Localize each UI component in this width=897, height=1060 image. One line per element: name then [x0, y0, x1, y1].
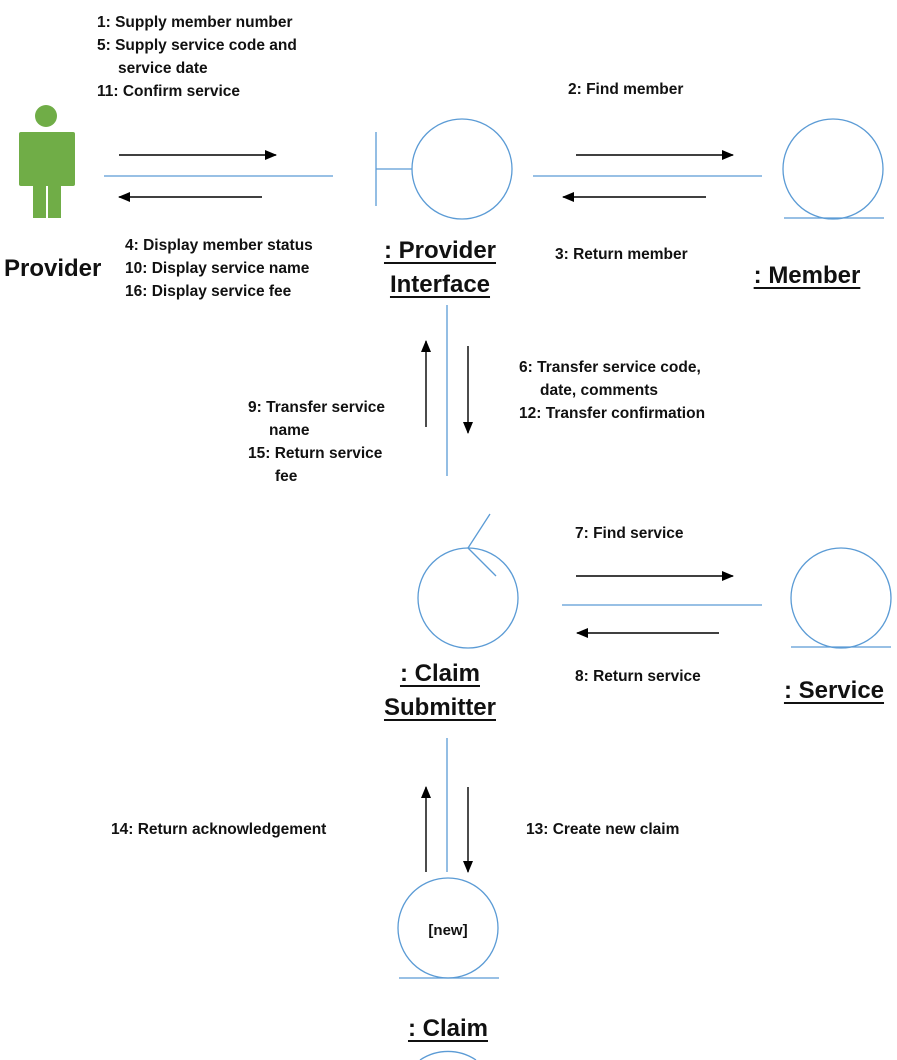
message-13: 13: Create new claim	[526, 821, 680, 838]
provider-interface-label-line1: : Provider	[383, 237, 497, 264]
message-4: 4: Display member status	[125, 237, 313, 254]
message-10: 10: Display service name	[125, 260, 310, 277]
message-11: 11: Confirm service	[97, 83, 241, 100]
messages-provider-to-interface: 1: Supply member number 5: Supply servic…	[97, 11, 297, 103]
message-8: 8: Return service	[575, 668, 701, 685]
message-15: 15: Return service	[248, 445, 383, 462]
message-1: 1: Supply member number	[97, 14, 293, 31]
messages-submitter-to-interface: 9: Transfer service name 15: Return serv…	[248, 396, 385, 488]
provider-interface-label-line2: Interface	[389, 271, 491, 298]
claim-new-label: [new]	[428, 922, 467, 939]
message-12: 12: Transfer confirmation	[519, 405, 706, 422]
actor-name-provider: Provider	[4, 255, 102, 282]
claim-label: : Claim	[407, 1015, 488, 1042]
message-16: 16: Display service fee	[125, 283, 292, 300]
message-5-continued: service date	[118, 60, 208, 77]
message-9-continued: name	[269, 422, 310, 439]
boundary-icon	[375, 118, 513, 220]
member-label: : Member	[753, 262, 861, 289]
claim-submitter-label-line1: : Claim	[399, 660, 480, 687]
message-9: 9: Transfer service	[248, 399, 386, 416]
claim-submitter-label: : Claim Submitter	[340, 657, 540, 725]
claim-submitter-label-line2: Submitter	[383, 694, 496, 721]
messages-interface-to-provider: 4: Display member status 10: Display ser…	[125, 234, 313, 303]
messages-interface-to-submitter: 6: Transfer service code, date, comments…	[519, 356, 705, 425]
message-14: 14: Return acknowledgement	[111, 821, 327, 838]
person-actor-icon	[19, 105, 75, 218]
message-3: 3: Return member	[555, 246, 688, 263]
partial-entity-icon	[419, 1050, 477, 1060]
control-icon	[417, 513, 519, 649]
service-entity-icon	[790, 547, 892, 649]
message-5: 5: Supply service code and	[97, 37, 297, 54]
message-2: 2: Find member	[568, 81, 684, 98]
message-6: 6: Transfer service code,	[519, 359, 701, 376]
service-label: : Service	[783, 677, 885, 704]
message-15-continued: fee	[275, 468, 298, 485]
message-6-continued: date, comments	[540, 382, 659, 399]
member-entity-icon	[782, 118, 884, 220]
claim-entity-icon	[397, 877, 499, 979]
message-7: 7: Find service	[575, 525, 684, 542]
provider-interface-label: : Provider Interface	[340, 234, 540, 302]
